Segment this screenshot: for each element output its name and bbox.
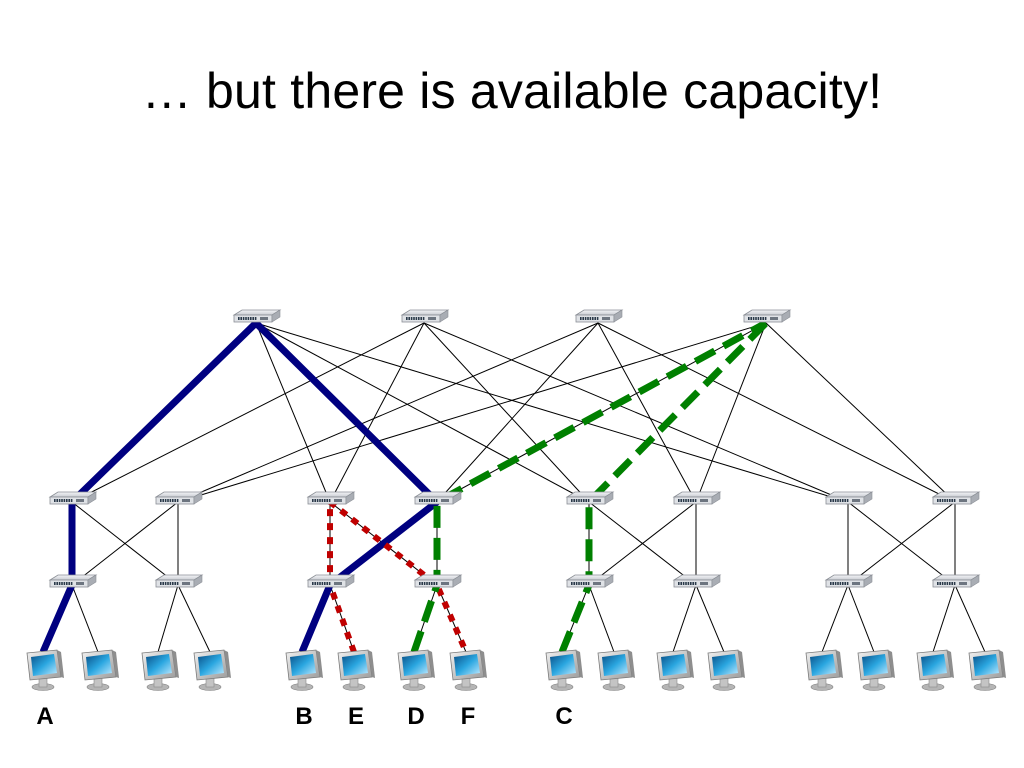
computer-monitor-icon	[857, 649, 895, 691]
slide-title: … but there is available capacity!	[141, 63, 883, 119]
network-switch-icon	[154, 491, 204, 505]
link-c0-a6	[255, 322, 849, 503]
computer-monitor-icon	[26, 649, 64, 691]
link-c1-a4	[423, 322, 590, 503]
computer-monitor-icon	[545, 649, 583, 691]
flow-path-a	[39, 319, 440, 654]
network-switch-icon	[48, 491, 98, 505]
network-switch-icon	[742, 309, 792, 323]
link-e7-h15	[954, 584, 986, 653]
network-switch-icon	[413, 574, 463, 588]
link-c2-a3	[436, 322, 599, 503]
link-c3-a7	[765, 322, 956, 503]
link-e5-h10	[672, 584, 697, 653]
link-e0-h1	[71, 584, 99, 653]
computer-monitor-icon	[449, 649, 487, 691]
flow-path-d	[410, 319, 768, 654]
links-layer	[42, 322, 986, 653]
computer-monitor-icon	[337, 649, 375, 691]
network-switch-icon	[565, 574, 615, 588]
computer-monitor-icon	[597, 649, 635, 691]
network-switch-icon	[672, 491, 722, 505]
host-label-e: E	[348, 703, 364, 730]
link-e7-h14	[932, 584, 956, 653]
network-switch-icon	[413, 491, 463, 505]
network-switch-icon	[931, 574, 981, 588]
host-label-b: B	[295, 703, 312, 730]
computer-monitor-icon	[656, 649, 694, 691]
host-label-a: A	[36, 703, 53, 730]
link-e4-h9	[588, 584, 615, 653]
link-c1-a2	[329, 322, 425, 503]
network-switch-icon	[232, 309, 282, 323]
link-c2-a7	[597, 322, 956, 503]
network-switch-icon	[565, 491, 615, 505]
flows-layer	[39, 319, 769, 654]
computer-monitor-icon	[81, 649, 119, 691]
link-c3-a1	[177, 322, 767, 503]
computer-monitor-icon	[193, 649, 231, 691]
network-switch-icon	[824, 491, 874, 505]
link-e6-h12	[821, 584, 849, 653]
network-switch-icon	[672, 574, 722, 588]
link-a7-e6	[847, 501, 956, 586]
link-e1-h2	[157, 584, 179, 653]
computer-monitor-icon	[805, 649, 843, 691]
link-e5-h11	[695, 584, 725, 653]
network-switch-icon	[154, 574, 204, 588]
host-label-f: F	[461, 703, 476, 730]
computer-monitor-icon	[285, 649, 323, 691]
link-c2-a1	[177, 322, 599, 503]
nodes-layer	[26, 309, 1006, 691]
link-c1-a0	[71, 322, 425, 503]
host-label-d: D	[407, 703, 424, 730]
link-c2-a5	[597, 322, 697, 503]
network-switch-icon	[824, 574, 874, 588]
link-a5-e4	[588, 501, 697, 586]
network-switch-icon	[574, 309, 624, 323]
computer-monitor-icon	[916, 649, 954, 691]
computer-monitor-icon	[707, 649, 745, 691]
computer-monitor-icon	[141, 649, 179, 691]
flow-path-c	[558, 320, 769, 654]
link-c0-a4	[255, 322, 590, 503]
network-switch-icon	[400, 309, 450, 323]
link-a1-e0	[71, 501, 179, 586]
network-switch-icon	[48, 574, 98, 588]
link-c0-a2	[255, 322, 331, 503]
link-e1-h3	[177, 584, 211, 653]
network-switch-icon	[306, 491, 356, 505]
computer-monitor-icon	[397, 649, 435, 691]
link-c3-a5	[695, 322, 767, 503]
link-e6-h13	[847, 584, 875, 653]
computer-monitor-icon	[968, 649, 1006, 691]
network-switch-icon	[931, 491, 981, 505]
host-label-c: C	[555, 703, 572, 730]
link-c1-a6	[423, 322, 849, 503]
network-switch-icon	[306, 574, 356, 588]
